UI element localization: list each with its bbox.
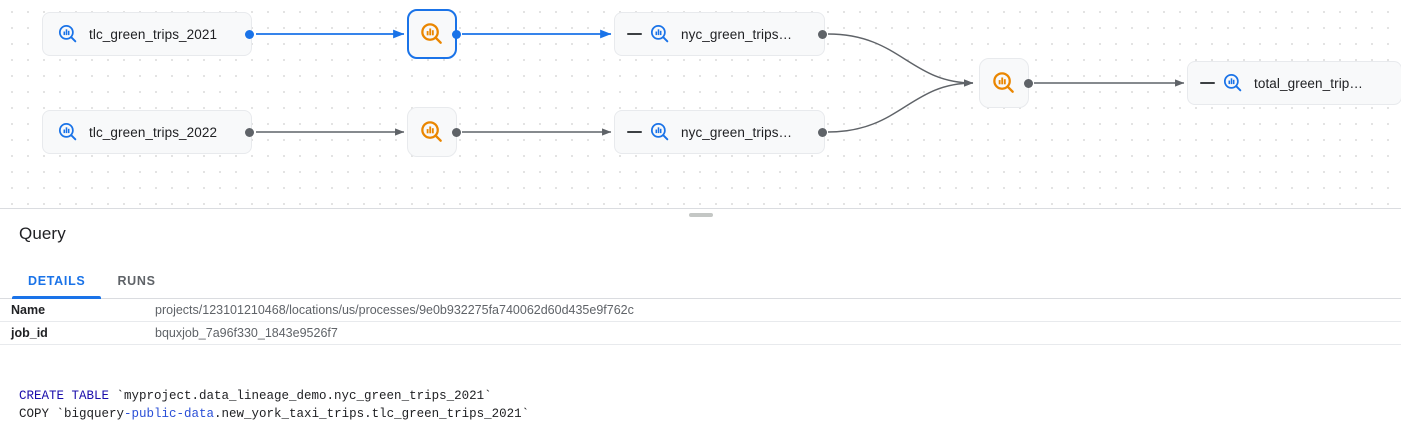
sql-line1-rest: `myproject.data_lineage_demo.nyc_green_t… (109, 389, 492, 403)
node-process-2021[interactable] (407, 9, 457, 59)
details-panel: Query DETAILS RUNS Name projects/1231012… (0, 208, 1401, 421)
node-tlc-green-trips-2022[interactable]: tlc_green_trips_2022 (42, 110, 252, 154)
port-out-process-total[interactable] (1024, 78, 1033, 88)
bigquery-table-icon (1222, 72, 1244, 94)
bigquery-table-icon (57, 23, 79, 45)
collapse-toggle-icon[interactable] (1196, 61, 1218, 105)
port-out-process-2022[interactable] (452, 127, 461, 137)
node-nyc-green-trips-2021[interactable]: nyc_green_trips… (614, 12, 825, 56)
table-row: job_id bquxjob_7a96f330_1843e9526f7 (0, 322, 1401, 345)
details-key-value-table: Name projects/123101210468/locations/us/… (0, 299, 1401, 345)
port-out-nyc-2021[interactable] (818, 29, 827, 39)
row-key: job_id (11, 326, 48, 340)
bigquery-table-icon (57, 121, 79, 143)
bigquery-process-icon (419, 119, 445, 145)
sql-line2-prefix: COPY `bigquery (19, 407, 125, 421)
node-label: tlc_green_trips_2021 (89, 26, 218, 42)
node-label: total_green_trip… (1254, 75, 1364, 91)
table-row: Name projects/123101210468/locations/us/… (0, 299, 1401, 322)
node-process-2022[interactable] (407, 107, 457, 157)
bigquery-process-icon (991, 70, 1017, 96)
row-key: Name (11, 303, 46, 317)
port-out-tlc-2022[interactable] (245, 127, 254, 137)
bigquery-table-icon (649, 23, 671, 45)
port-out-process-2021[interactable] (452, 29, 461, 39)
port-out-nyc-2022[interactable] (818, 127, 827, 137)
collapse-toggle-icon[interactable] (623, 110, 645, 154)
sql-keyword-create-table: CREATE TABLE (19, 389, 110, 403)
node-nyc-green-trips-2022[interactable]: nyc_green_trips… (614, 110, 825, 154)
panel-resize-handle[interactable] (688, 213, 713, 217)
row-value: bquxjob_7a96f330_1843e9526f7 (155, 326, 338, 340)
sql-line2-highlight: -public-data (124, 407, 215, 421)
node-label: nyc_green_trips… (681, 26, 793, 42)
node-tlc-green-trips-2021[interactable]: tlc_green_trips_2021 (42, 12, 252, 56)
page-title: Query (19, 224, 66, 243)
lineage-graph-canvas[interactable]: tlc_green_trips_2021 tlc_green_trips_202… (0, 0, 1401, 208)
bigquery-table-icon (649, 121, 671, 143)
sql-query-text: CREATE TABLE `myproject.data_lineage_dem… (0, 377, 1401, 423)
node-label: nyc_green_trips… (681, 124, 793, 140)
tab-runs[interactable]: RUNS (101, 264, 171, 298)
node-process-total[interactable] (979, 58, 1029, 108)
row-value: projects/123101210468/locations/us/proce… (155, 303, 634, 317)
tab-details[interactable]: DETAILS (12, 264, 102, 299)
edge-nyc2022-proctotal (827, 79, 974, 133)
tab-bar: DETAILS RUNS (0, 264, 1401, 299)
bigquery-process-icon (419, 21, 445, 47)
port-out-tlc-2021[interactable] (245, 29, 254, 39)
collapse-toggle-icon[interactable] (623, 12, 645, 56)
edge-nyc2021-proctotal (827, 33, 974, 87)
node-total-green-trips[interactable]: total_green_trip… (1187, 61, 1401, 105)
sql-line2-rest: .new_york_taxi_trips.tlc_green_trips_202… (214, 407, 530, 421)
node-label: tlc_green_trips_2022 (89, 124, 218, 140)
